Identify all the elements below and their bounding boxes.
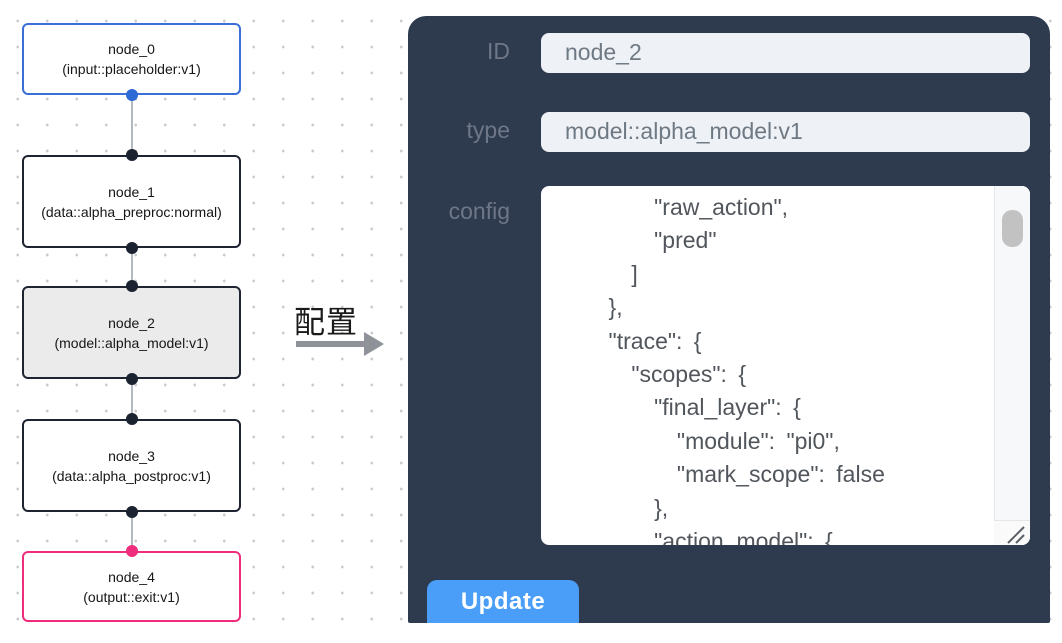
id-input[interactable] — [541, 33, 1030, 73]
node-type-label: (output::exit:v1) — [83, 588, 180, 605]
edge-node1-node2 — [130, 248, 133, 286]
config-arrow-icon — [296, 332, 384, 356]
config-panel: ID type config "raw_action", "pred" ] },… — [408, 16, 1050, 623]
node-id-label: node_4 — [108, 568, 155, 585]
port-out-node0[interactable] — [125, 89, 138, 101]
edge-node3-node4 — [130, 512, 133, 551]
node-type-label: (model::alpha_model:v1) — [54, 334, 209, 351]
port-out-node1[interactable] — [125, 242, 138, 254]
flow-node-0[interactable]: node_0 (input::placeholder:v1) — [22, 23, 241, 95]
flow-node-3[interactable]: node_3 (data::alpha_postproc:v1) — [22, 419, 241, 512]
resize-handle-icon — [1007, 526, 1025, 544]
config-textarea[interactable]: "raw_action", "pred" ] }, "trace": { "sc… — [541, 186, 1030, 545]
port-out-node3[interactable] — [125, 506, 138, 518]
flow-node-4[interactable]: node_4 (output::exit:v1) — [22, 551, 241, 622]
config-field-label: config — [448, 198, 510, 224]
config-arrow-label: 配置 — [294, 305, 358, 340]
node-id-label: node_0 — [108, 41, 155, 57]
node-type-label: (input::placeholder:v1) — [62, 61, 201, 77]
node-id-label: node_3 — [108, 447, 155, 464]
port-in-node4[interactable] — [125, 545, 138, 557]
port-in-node2[interactable] — [125, 280, 138, 292]
type-field-label: type — [466, 117, 510, 143]
port-in-node3[interactable] — [125, 413, 138, 425]
textarea-resize-corner[interactable] — [994, 520, 1030, 545]
update-button[interactable]: Update — [427, 580, 579, 623]
node-id-label: node_2 — [108, 314, 155, 331]
node-type-label: (data::alpha_preproc:normal) — [41, 203, 222, 220]
config-scroll-thumb[interactable] — [1002, 210, 1023, 247]
type-input[interactable] — [541, 112, 1030, 152]
port-out-node2[interactable] — [125, 373, 138, 385]
id-field-label: ID — [487, 38, 510, 64]
node-type-label: (data::alpha_postproc:v1) — [52, 467, 211, 484]
flow-node-2[interactable]: node_2 (model::alpha_model:v1) — [22, 286, 241, 379]
node-id-label: node_1 — [108, 183, 155, 200]
port-in-node1[interactable] — [125, 149, 138, 161]
edge-node2-node3 — [130, 379, 133, 419]
edge-node0-node1 — [130, 95, 133, 155]
flow-node-1[interactable]: node_1 (data::alpha_preproc:normal) — [22, 155, 241, 248]
config-json-text[interactable]: "raw_action", "pred" ] }, "trace": { "sc… — [608, 194, 885, 545]
config-scrollbar[interactable] — [994, 186, 1030, 545]
